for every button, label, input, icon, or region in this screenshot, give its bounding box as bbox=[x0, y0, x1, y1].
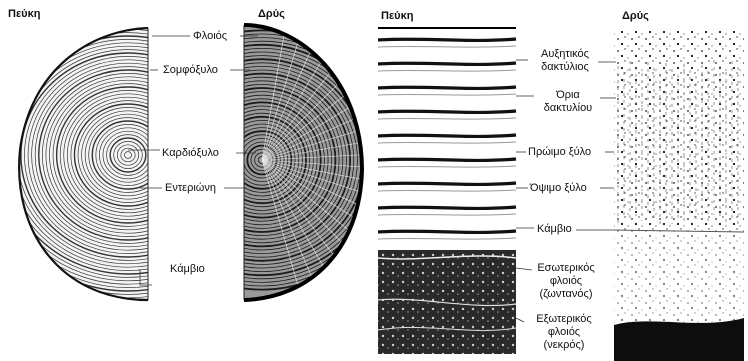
label-inner-bark-line1: Εσωτερικός bbox=[528, 262, 604, 275]
label-pith: Εντεριώνη bbox=[165, 182, 216, 195]
label-growth-ring: Αυξητικός δακτύλιος bbox=[530, 48, 600, 74]
label-cambium-right: Κάμβιο bbox=[537, 223, 572, 236]
title-oak-left: Δρύς bbox=[258, 8, 285, 20]
title-oak-right: Δρύς bbox=[622, 10, 649, 22]
pine-latewood-band bbox=[378, 39, 516, 40]
label-inner-bark-line2: φλοιός bbox=[528, 275, 604, 288]
label-growth-ring-line1: Αυξητικός bbox=[530, 48, 600, 61]
label-inner-bark: Εσωτερικός φλοιός (ζωντανός) bbox=[528, 262, 604, 301]
label-outer-bark: Εξωτερικός φλοιός (νεκρός) bbox=[526, 313, 602, 352]
pine-latewood-band bbox=[378, 207, 516, 208]
label-outer-bark-line3: (νεκρός) bbox=[526, 339, 602, 352]
pine-latewood-band bbox=[378, 159, 516, 160]
pine-longitudinal-section bbox=[378, 28, 516, 354]
label-outer-bark-line2: φλοιός bbox=[526, 326, 602, 339]
label-latewood: Όψιμο ξύλο bbox=[530, 182, 587, 195]
label-outer-bark-line1: Εξωτερικός bbox=[526, 313, 602, 326]
label-earlywood: Πρώιμο ξύλο bbox=[528, 146, 591, 159]
pine-latewood-band bbox=[378, 63, 516, 64]
pine-latewood-band bbox=[378, 135, 516, 136]
label-growth-ring-line2: δακτύλιος bbox=[530, 61, 600, 74]
pine-latewood-band bbox=[378, 111, 516, 112]
pine-latewood-band bbox=[378, 183, 516, 184]
pine-latewood-band bbox=[378, 87, 516, 88]
oak-longitudinal-section bbox=[614, 30, 744, 361]
pine-latewood-band bbox=[378, 231, 516, 232]
label-inner-bark-line3: (ζωντανός) bbox=[528, 288, 604, 301]
label-ring-boundary-line2: δακτυλίου bbox=[534, 102, 602, 115]
title-pine-right: Πεύκη bbox=[381, 10, 413, 22]
label-heartwood: Καρδιόξυλο bbox=[162, 147, 219, 160]
label-bark: Φλοιός bbox=[193, 30, 227, 43]
label-ring-boundary-line1: Όρια bbox=[534, 89, 602, 102]
label-cambium-left: Κάμβιο bbox=[170, 263, 205, 276]
pine-cross-section bbox=[0, 12, 278, 300]
title-pine-left: Πεύκη bbox=[8, 8, 40, 20]
label-ring-boundary: Όρια δακτυλίου bbox=[534, 89, 602, 115]
label-sapwood: Σομφόξυλο bbox=[163, 64, 218, 77]
